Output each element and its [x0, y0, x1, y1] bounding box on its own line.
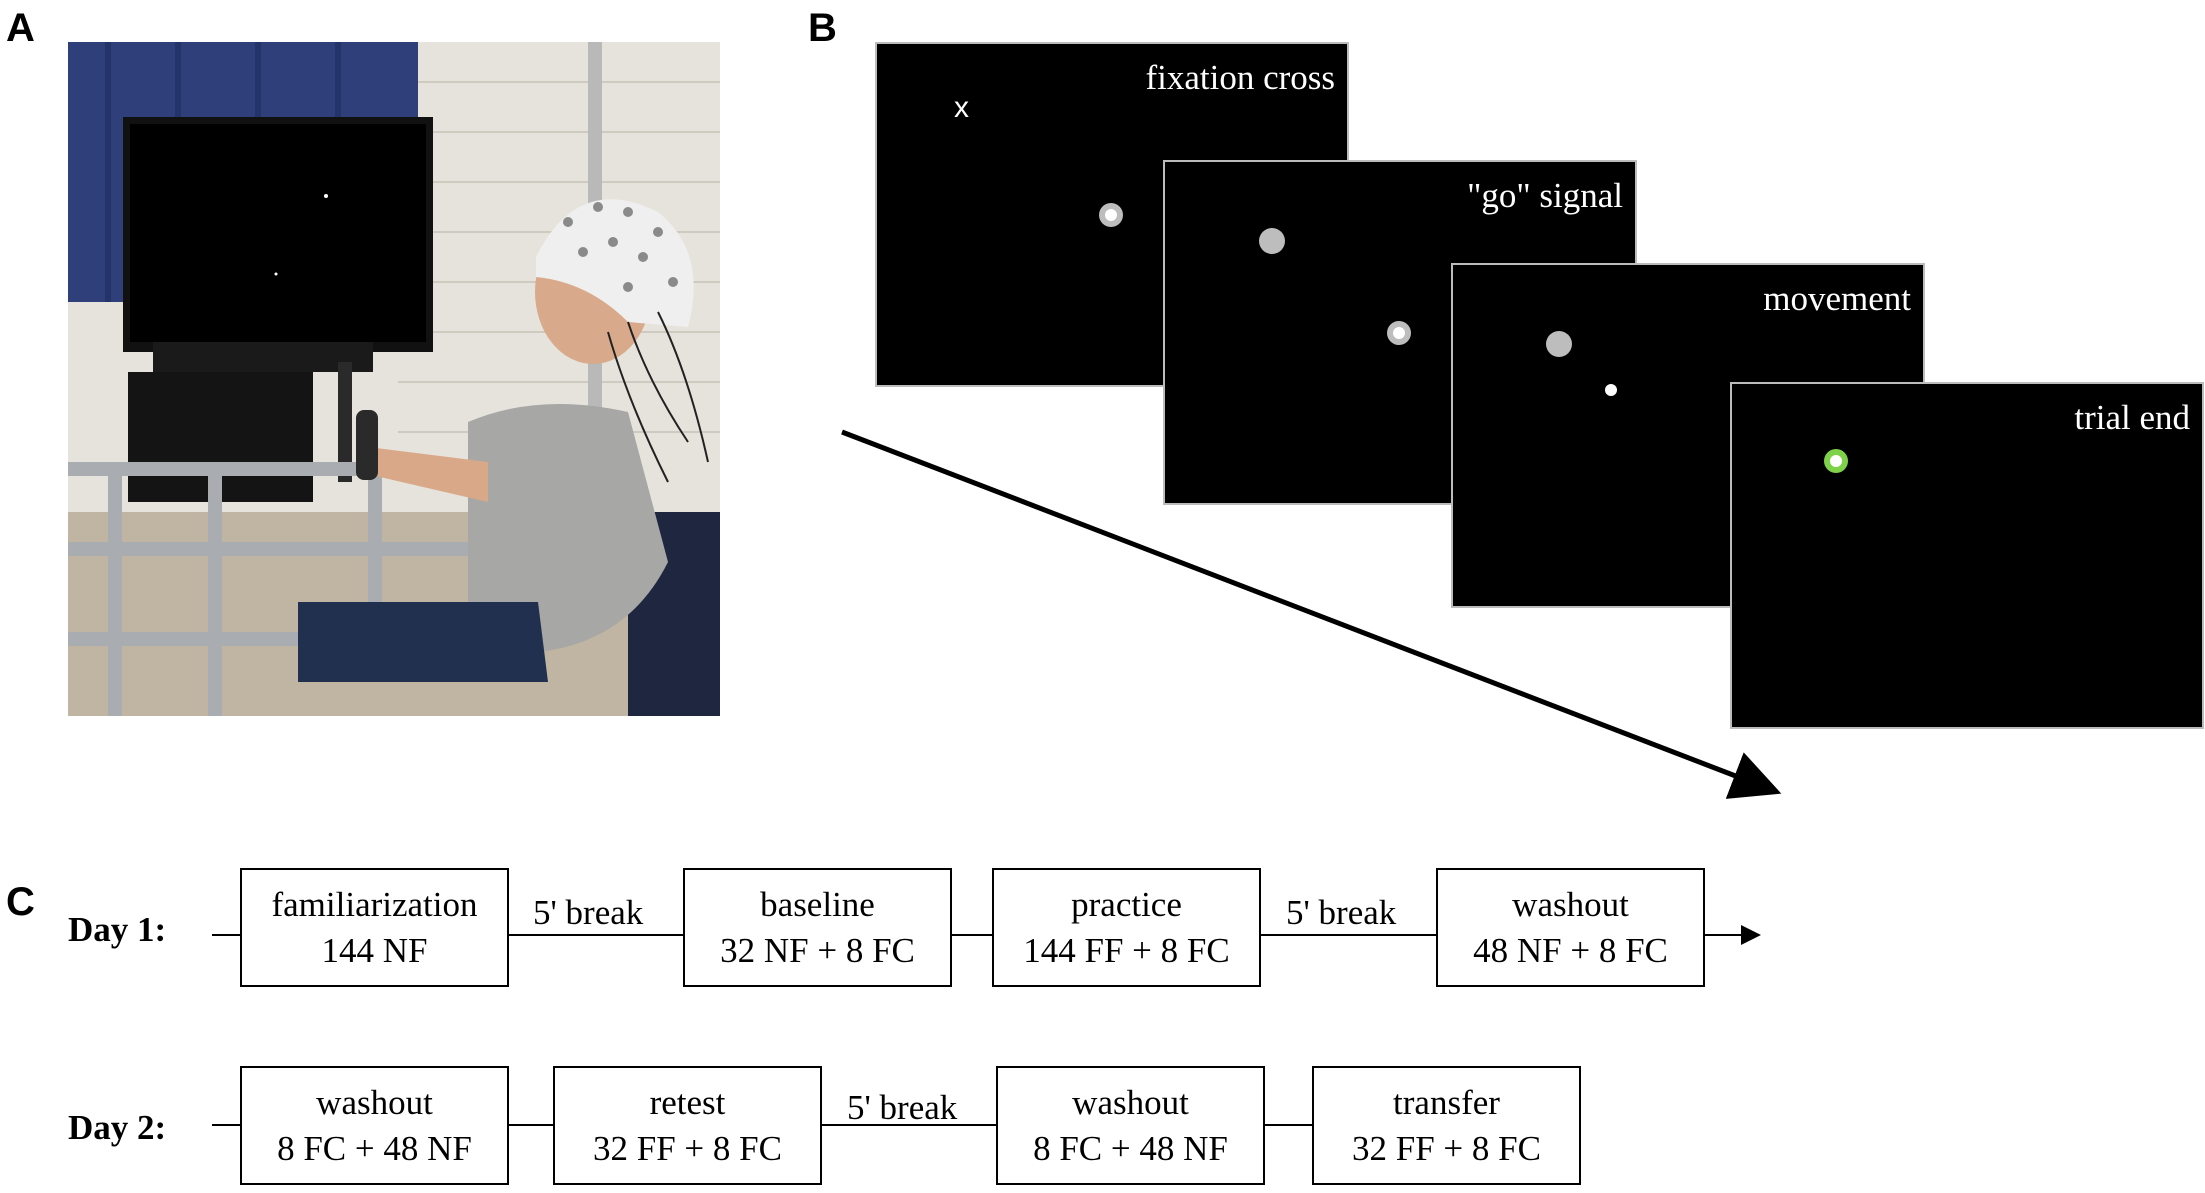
setup-photo — [68, 42, 720, 716]
panel-label-b: B — [808, 6, 837, 50]
day1-break-label: 5' break — [533, 893, 644, 932]
cursor-dot — [1105, 209, 1117, 221]
block-detail: 32 FF + 8 FC — [1352, 1128, 1541, 1168]
target-circle-green — [1824, 449, 1848, 473]
block-detail: 144 NF — [321, 930, 428, 970]
day1-block-washout: washout 48 NF + 8 FC — [1436, 868, 1705, 987]
day2-block-washout: washout 8 FC + 48 NF — [240, 1066, 509, 1185]
start-circle — [1387, 321, 1411, 345]
panel-label-a: A — [6, 6, 35, 50]
day1-block-baseline: baseline 32 NF + 8 FC — [683, 868, 952, 987]
day1-block-familiarization: familiarization 144 NF — [240, 868, 509, 987]
block-detail: 32 NF + 8 FC — [720, 930, 915, 970]
cursor-dot — [1605, 384, 1617, 396]
day1-break-label: 5' break — [1286, 893, 1397, 932]
setup-photo-illustration — [68, 42, 720, 716]
screen-label-trial-end: trial end — [2074, 398, 2190, 437]
panel-label-c: C — [6, 880, 35, 924]
screen-label-go: "go" signal — [1467, 176, 1623, 215]
block-title: familiarization — [271, 884, 478, 924]
block-title: retest — [649, 1082, 726, 1122]
block-detail: 32 FF + 8 FC — [593, 1128, 782, 1168]
day2-block-transfer: transfer 32 FF + 8 FC — [1312, 1066, 1581, 1185]
fixation-cross-symbol: x — [954, 91, 969, 124]
block-title: baseline — [760, 884, 875, 924]
screen-trial-end: trial end — [1730, 382, 2204, 729]
screen-label-fixation: fixation cross — [1145, 58, 1335, 97]
cursor-dot — [1830, 455, 1842, 467]
time-arrow — [841, 429, 1782, 799]
block-title: washout — [316, 1082, 433, 1122]
screen-label-movement: movement — [1763, 279, 1911, 318]
day1-label: Day 1: — [68, 910, 167, 949]
block-title: practice — [1071, 884, 1182, 924]
block-title: washout — [1072, 1082, 1189, 1122]
day2-block-washout: washout 8 FC + 48 NF — [996, 1066, 1265, 1185]
block-title: washout — [1512, 884, 1629, 924]
block-detail: 8 FC + 48 NF — [277, 1128, 472, 1168]
target-circle — [1546, 331, 1572, 357]
block-detail: 8 FC + 48 NF — [1033, 1128, 1228, 1168]
day1-block-practice: practice 144 FF + 8 FC — [992, 868, 1261, 987]
cursor-dot — [1393, 327, 1405, 339]
day2-break-label: 5' break — [847, 1088, 958, 1127]
target-circle — [1259, 228, 1285, 254]
block-title: transfer — [1393, 1082, 1500, 1122]
block-detail: 144 FF + 8 FC — [1023, 930, 1230, 970]
day2-block-retest: retest 32 FF + 8 FC — [553, 1066, 822, 1185]
block-detail: 48 NF + 8 FC — [1473, 930, 1668, 970]
day2-label: Day 2: — [68, 1108, 167, 1147]
start-circle — [1099, 203, 1123, 227]
